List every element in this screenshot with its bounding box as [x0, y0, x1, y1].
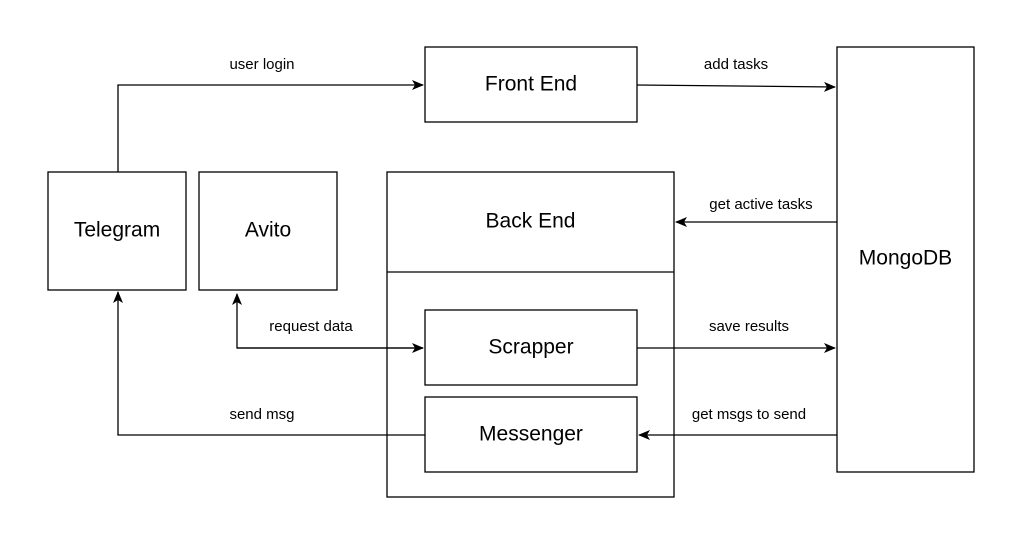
edge-user-login: user login — [117, 56, 424, 172]
node-scrapper-label: Scrapper — [488, 336, 573, 359]
node-mongodb[interactable]: MongoDB — [836, 46, 975, 473]
node-back-end-label: Back End — [486, 210, 576, 233]
edge-save-results-label: save results — [709, 318, 789, 335]
node-messenger-label: Messenger — [479, 423, 583, 446]
edge-get-msgs-to-send: get msgs to send — [638, 406, 837, 440]
edge-send-msg-label: send msg — [229, 406, 294, 423]
node-scrapper[interactable]: Scrapper — [424, 309, 638, 386]
edge-request-data: request data — [232, 293, 424, 353]
node-messenger[interactable]: Messenger — [424, 396, 638, 473]
edge-add-tasks: add tasks — [636, 56, 836, 92]
edge-request-data-label: request data — [269, 318, 353, 335]
node-telegram-label: Telegram — [74, 219, 160, 242]
node-mongodb-label: MongoDB — [859, 247, 952, 270]
edge-send-msg: send msg — [113, 291, 425, 436]
edge-add-tasks-label: add tasks — [704, 56, 768, 73]
node-avito-label: Avito — [245, 219, 291, 242]
edge-user-login-label: user login — [229, 56, 294, 73]
node-front-end-label: Front End — [485, 73, 577, 96]
node-telegram[interactable]: Telegram — [47, 171, 187, 291]
edge-get-active-tasks: get active tasks — [675, 196, 837, 227]
edge-save-results: save results — [637, 318, 836, 353]
edge-get-msgs-to-send-label: get msgs to send — [692, 406, 806, 423]
edge-get-active-tasks-label: get active tasks — [709, 196, 812, 213]
node-front-end[interactable]: Front End — [424, 46, 638, 123]
node-avito[interactable]: Avito — [198, 171, 338, 291]
